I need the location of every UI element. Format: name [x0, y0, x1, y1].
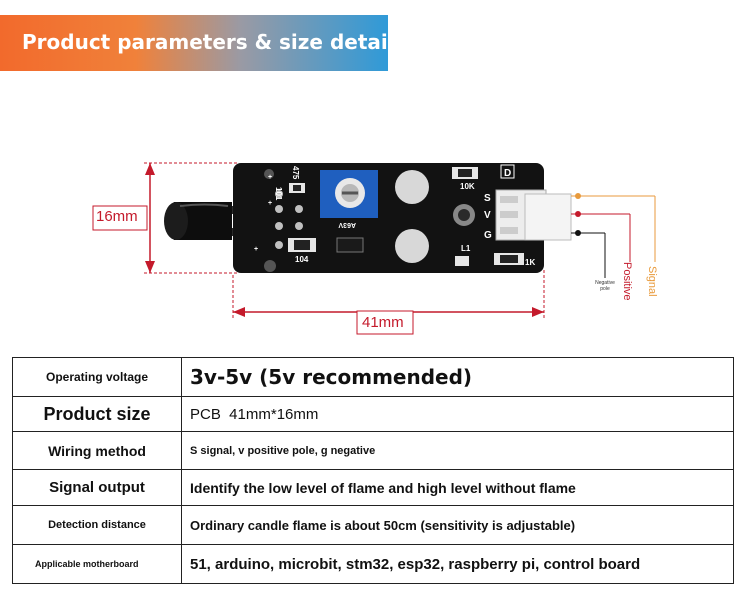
pcb-label: 101 [274, 187, 283, 201]
table-row: Detection distance Ordinary candle flame… [12, 505, 734, 545]
width-dimension [232, 270, 545, 335]
header-connector [495, 189, 572, 241]
positive-wire-label: Positive [621, 262, 633, 301]
pcb-label: G [484, 230, 492, 241]
pcb-label: + [268, 200, 272, 207]
wires [571, 193, 656, 278]
param-label: Applicable motherboard [12, 544, 182, 584]
pcb-label: A63V [338, 221, 356, 228]
param-value: 51, arduino, microbit, stm32, esp32, ras… [181, 544, 734, 584]
pcb-label: D [504, 168, 511, 179]
table-row: Applicable motherboard 51, arduino, micr… [12, 544, 734, 584]
pcb-label: 1K [525, 258, 535, 267]
parameters-table: Operating voltage 3v-5v (5v recommended)… [12, 357, 734, 584]
pcb-board: + + + 104 101 475 A63V 10K D L1 1K S V G [233, 163, 544, 273]
param-value: PCB 41mm*16mm [181, 396, 734, 432]
pcb-label: + [254, 246, 258, 253]
header-banner: Product parameters & size details [0, 15, 407, 71]
pcb-label: S [484, 193, 491, 204]
sensor-diagram: + + + 104 101 475 A63V 10K D L1 1K S V G [92, 162, 656, 335]
signal-wire-label: Signal [646, 266, 658, 297]
pcb-label: V [484, 210, 491, 221]
table-row: Wiring method S signal, v positive pole,… [12, 431, 734, 470]
param-label: Detection distance [12, 505, 182, 545]
banner-title: Product parameters & size details [22, 30, 407, 54]
param-label: Product size [12, 396, 182, 432]
height-label: 16mm [96, 208, 138, 225]
param-label: Signal output [12, 469, 182, 506]
pcb-label: 475 [291, 166, 300, 180]
table-row: Signal output Identify the low level of … [12, 469, 734, 506]
height-dimension [92, 162, 237, 274]
pcb-label: 104 [295, 255, 309, 264]
param-value: 3v-5v (5v recommended) [181, 357, 734, 397]
pcb-label: 10K [460, 182, 475, 191]
param-value: Identify the low level of flame and high… [181, 469, 734, 506]
param-label: Wiring method [12, 431, 182, 470]
param-value: S signal, v positive pole, g negative [181, 431, 734, 470]
pcb-label: + [268, 174, 272, 181]
param-value: Ordinary candle flame is about 50cm (sen… [181, 505, 734, 545]
param-label: Operating voltage [12, 357, 182, 397]
width-label: 41mm [362, 314, 404, 331]
negative-wire-label: Negative pole [595, 280, 615, 292]
table-row: Operating voltage 3v-5v (5v recommended) [12, 357, 734, 397]
pcb-label: L1 [461, 244, 471, 253]
table-row: Product size PCB 41mm*16mm [12, 396, 734, 432]
